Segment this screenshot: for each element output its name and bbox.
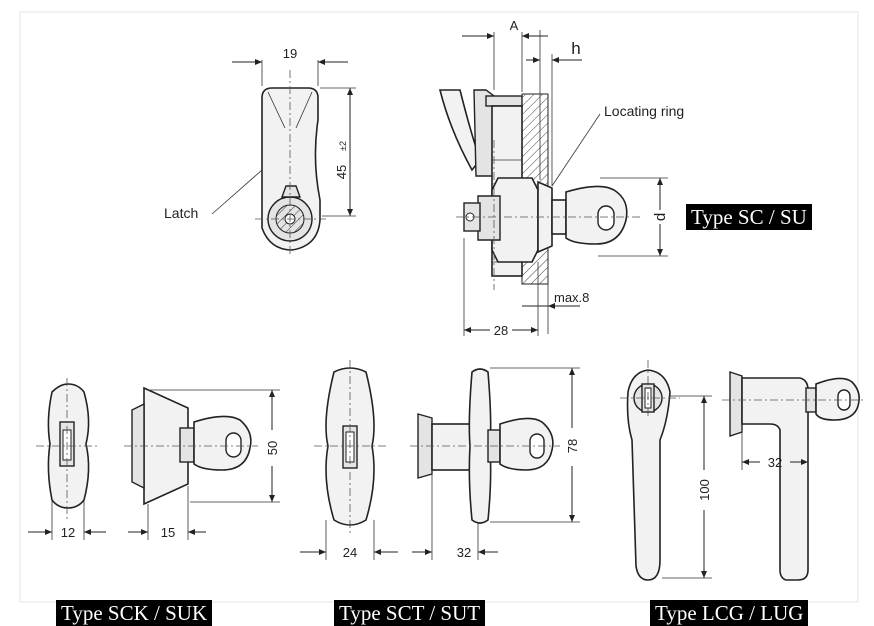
dim-sct-width: 24 (343, 545, 357, 560)
dim-sck-depth: 15 (161, 525, 175, 540)
type-lcg-drawing: 100 32 (620, 360, 866, 581)
dim-latch-height: 45 (334, 165, 349, 179)
dim-offset-a: A (510, 18, 519, 33)
dim-max-thickness: max.8 (554, 290, 589, 305)
dim-sct-height: 78 (565, 439, 580, 453)
dim-latch-height-tolerance: ±2 (338, 141, 348, 151)
latch-front-view: 19 45 ±2 Latch (164, 46, 356, 256)
dim-lcg-depth: 32 (768, 455, 782, 470)
type-sck-suk-label: Type SCK / SUK (56, 600, 213, 626)
dim-sck-width: 12 (61, 525, 75, 540)
type-sc-su-label: Type SC / SU (686, 204, 812, 230)
drawing-frame (19, 11, 859, 603)
side-section-view: A h Locating ring d max.8 28 (438, 18, 684, 338)
type-sct-sut-label: Type SCT / SUT (334, 600, 486, 626)
locating-ring-label: Locating ring (604, 103, 684, 119)
latch-label: Latch (164, 205, 198, 221)
dim-ring-h: h (571, 39, 580, 58)
dim-sck-height: 50 (265, 441, 280, 455)
dim-sct-depth: 32 (457, 545, 471, 560)
type-sct-drawing: 24 32 78 (300, 360, 580, 560)
dim-lcg-height: 100 (697, 479, 712, 501)
type-sck-drawing: 12 15 50 (28, 378, 280, 540)
dim-body-length: 28 (494, 323, 508, 338)
dim-diameter-d: d (652, 213, 669, 221)
type-lcg-lug-label: Type LCG / LUG (650, 600, 809, 626)
dim-latch-width: 19 (283, 46, 297, 61)
